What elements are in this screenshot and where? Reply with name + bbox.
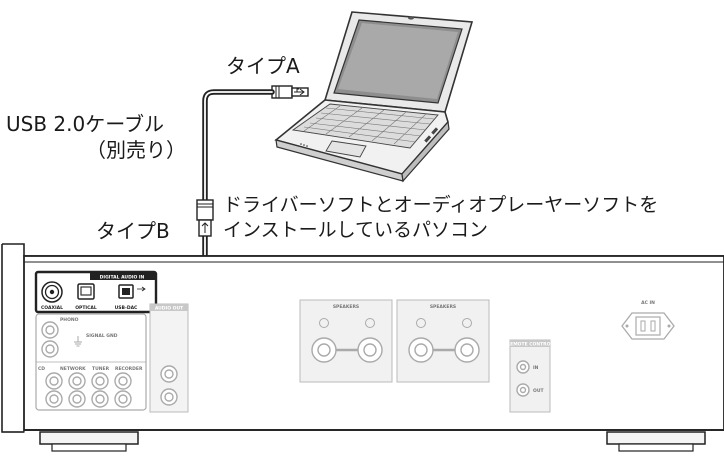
type-a-label: タイプA [226, 54, 300, 78]
usb-type-b-plug-icon [196, 199, 214, 237]
cable-note-label: （別売り） [86, 138, 186, 162]
remote-control-label: REMOTE CONTROL [507, 342, 554, 348]
ac-in-label: AC IN [641, 300, 655, 306]
signal-gnd-label: SIGNAL GND [86, 333, 118, 339]
pc-description-line2: インストールしているパソコン [223, 219, 489, 241]
speakers-label-a: SPEAKERS [333, 304, 359, 310]
laptop-illustration [274, 11, 474, 183]
cable-name-label: USB 2.0ケーブル [6, 112, 165, 136]
speakers-label-b: SPEAKERS [430, 304, 456, 310]
pc-description-line1: ドライバーソフトとオーディオプレーヤーソフトを [223, 194, 659, 216]
remote-out-label: OUT [533, 388, 544, 394]
audio-out-label: AUDIO OUT [155, 306, 184, 312]
remote-in-label: IN [533, 365, 539, 371]
digital-audio-in-label: DIGITAL AUDIO IN [100, 275, 145, 281]
network-label: NETWORK [60, 366, 86, 372]
optical-label: OPTICAL [75, 305, 97, 311]
cd-label: CD [38, 366, 45, 372]
tuner-label: TUNER [92, 366, 110, 372]
amplifier-rear-panel: DIGITAL AUDIO IN COAXIAL OPTICAL USB-DAC… [1, 243, 724, 452]
usb-type-a-plug-icon [271, 85, 309, 99]
coaxial-label: COAXIAL [41, 305, 63, 311]
phono-label: PHONO [60, 317, 79, 323]
usb-dac-label: USB-DAC [115, 305, 138, 311]
type-b-label: タイプB [96, 219, 170, 243]
recorder-label: RECORDER [115, 366, 143, 372]
